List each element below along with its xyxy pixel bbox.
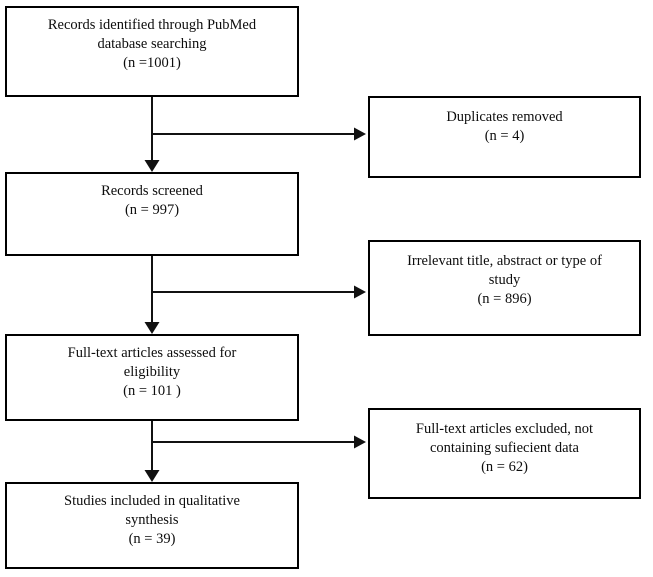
node-duplicates-removed: Duplicates removed (n = 4)	[368, 96, 641, 178]
node-studies-included-label: Studies included in qualitative synthesi…	[64, 493, 240, 548]
connector-screened-to-fulltext	[144, 256, 160, 334]
node-records-identified-label: Records identified through PubMed databa…	[47, 17, 257, 72]
connector-identified-to-screened	[144, 97, 160, 172]
node-full-text-excluded: Full-text articles excluded, not contain…	[368, 408, 641, 499]
node-full-text-assessed-label: Full-text articles assessed for eligibil…	[67, 345, 237, 400]
node-records-identified: Records identified through PubMed databa…	[5, 6, 299, 97]
connector-identified-to-duplicates	[152, 127, 366, 141]
node-records-excluded-screening-label: Irrelevant title, abstract or type of st…	[407, 253, 602, 308]
node-studies-included: Studies included in qualitative synthesi…	[5, 482, 299, 569]
node-full-text-excluded-label: Full-text articles excluded, not contain…	[415, 421, 594, 476]
node-duplicates-removed-label: Duplicates removed (n = 4)	[446, 109, 563, 145]
connector-fulltext-to-excluded	[152, 435, 366, 449]
connector-fulltext-to-included	[144, 421, 160, 482]
connector-screened-to-irrelevant	[152, 285, 366, 299]
node-records-screened-label: Records screened (n = 997)	[101, 183, 203, 219]
node-records-excluded-screening: Irrelevant title, abstract or type of st…	[368, 240, 641, 336]
node-records-screened: Records screened (n = 997)	[5, 172, 299, 256]
node-full-text-assessed: Full-text articles assessed for eligibil…	[5, 334, 299, 421]
